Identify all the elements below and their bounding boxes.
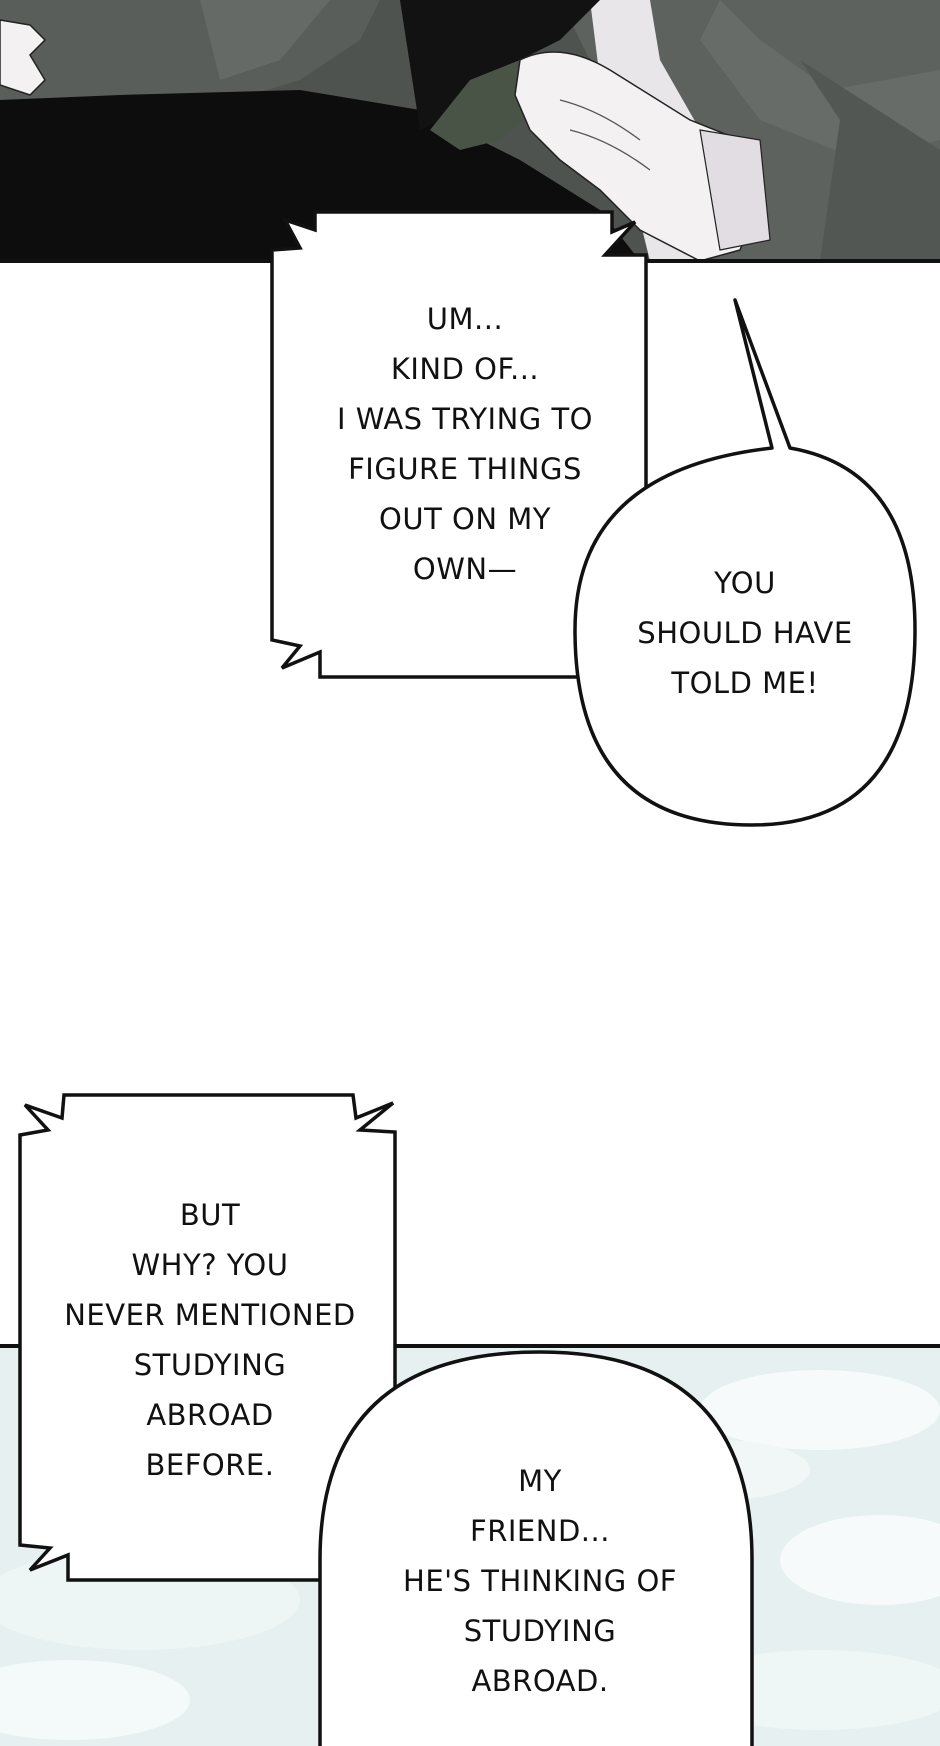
right-hand-cuff	[699, 129, 771, 251]
dialogue-line: FIGURE THINGS	[348, 452, 582, 486]
dialogue-line: WHY? YOU	[131, 1248, 289, 1282]
steering-wheel	[400, 0, 600, 130]
car-interior-panel	[0, 0, 940, 263]
speech-text-1: YOU SHOULD HAVE TOLD ME!	[605, 558, 885, 708]
left-hand	[0, 19, 47, 96]
left-sleeve-shade	[200, 0, 330, 80]
dialogue-line: OUT ON MY	[379, 502, 551, 536]
narration-text-2: BUT WHY? YOU NEVER MENTIONED STUDYING AB…	[40, 1190, 380, 1490]
speech-bubble-2	[318, 1350, 754, 1746]
dialogue-line: I WAS TRYING TO	[336, 402, 594, 436]
dialogue-line: STUDYING	[133, 1348, 287, 1382]
suit-lapel	[800, 60, 940, 261]
speech-text-2: MY FRIEND... HE'S THINKING OF STUDYING A…	[360, 1456, 720, 1706]
dialogue-line: BEFORE.	[145, 1448, 275, 1482]
dialogue-line: YOU	[714, 566, 776, 600]
dialogue-line: FRIEND...	[470, 1514, 610, 1548]
dialogue-line: UM...	[426, 302, 504, 336]
dialogue-line: BUT	[179, 1198, 241, 1232]
dialogue-line: MY	[518, 1464, 562, 1498]
dialogue-line: STUDYING	[463, 1614, 617, 1648]
finger-line	[559, 99, 641, 141]
finger-line	[569, 129, 651, 171]
dialogue-line: NEVER MENTIONED	[64, 1298, 356, 1332]
dialogue-line: HE'S THINKING OF	[403, 1564, 677, 1598]
dialogue-line: TOLD ME!	[671, 666, 819, 700]
narration-text-1: UM... KIND OF... I WAS TRYING TO FIGURE …	[300, 294, 630, 594]
dialogue-line: KIND OF...	[390, 352, 540, 386]
dialogue-line: ABROAD.	[471, 1664, 609, 1698]
speech-bubble-1	[573, 298, 917, 827]
dialogue-line: ABROAD	[146, 1398, 274, 1432]
dialogue-line: SHOULD HAVE	[637, 616, 853, 650]
dialogue-line: OWN—	[412, 552, 518, 586]
